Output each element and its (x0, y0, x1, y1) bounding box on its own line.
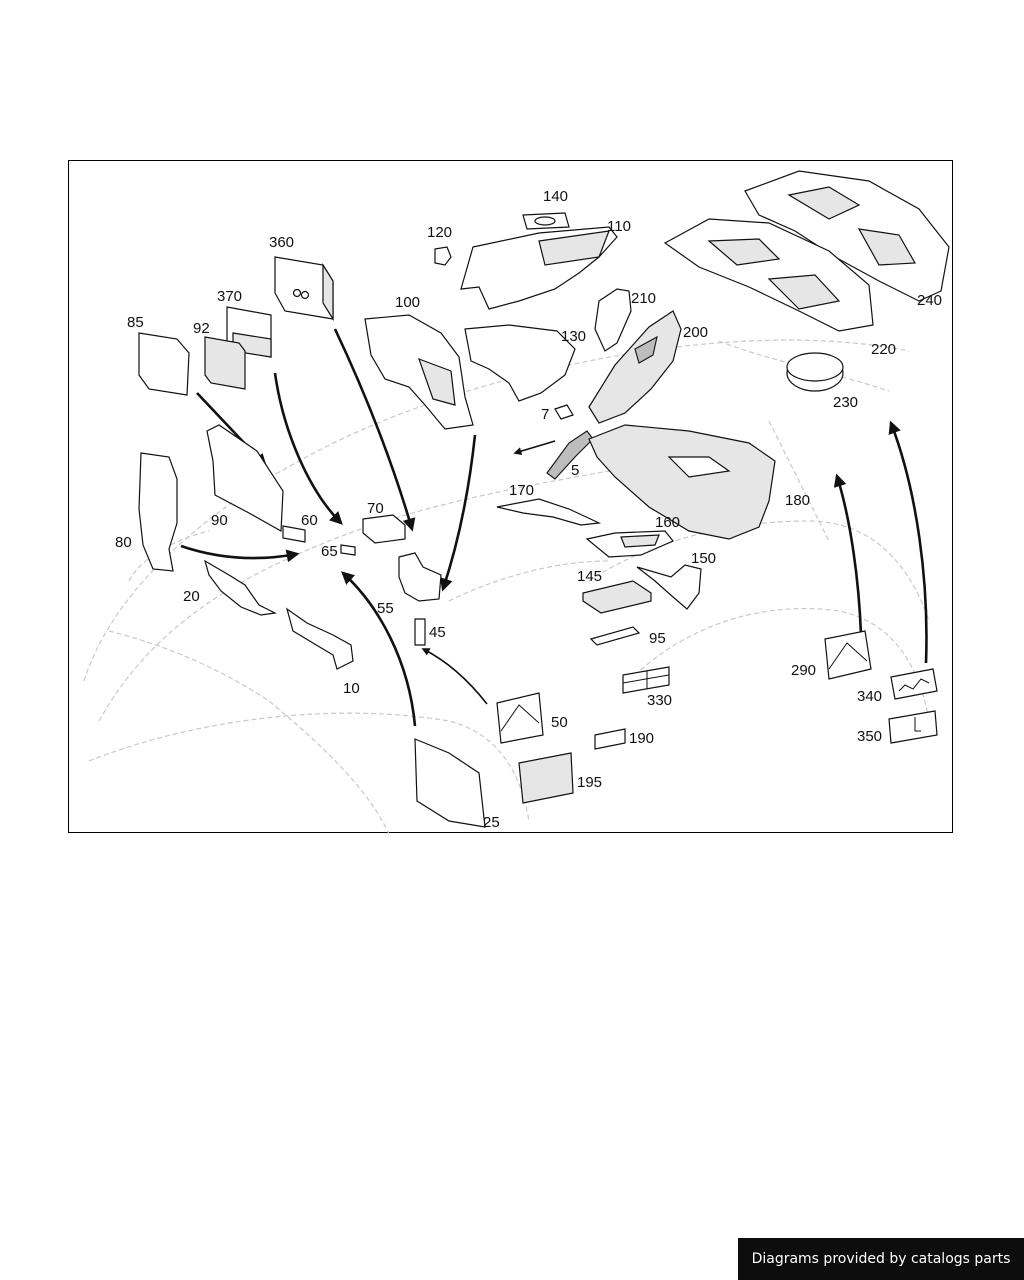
callout-150: 150 (691, 550, 716, 567)
callout-240: 240 (917, 292, 942, 309)
part-5 (546, 430, 594, 480)
part-240 (744, 170, 950, 302)
callout-65: 65 (321, 543, 338, 560)
callout-70: 70 (367, 500, 384, 517)
part-130 (464, 324, 576, 402)
part-195 (518, 752, 574, 804)
part-85 (138, 332, 190, 396)
part-50 (496, 692, 544, 744)
callout-10: 10 (343, 680, 360, 697)
part-360 (274, 256, 334, 322)
part-140 (522, 212, 570, 230)
part-170 (496, 498, 602, 526)
part-220 (663, 218, 874, 332)
part-150 (636, 564, 702, 610)
callout-120: 120 (427, 224, 452, 241)
callout-200: 200 (683, 324, 708, 341)
callout-180: 180 (785, 492, 810, 509)
part-290 (824, 630, 872, 680)
part-7 (554, 404, 574, 420)
part-10 (285, 607, 354, 670)
callout-90: 90 (211, 512, 228, 529)
callout-20: 20 (183, 588, 200, 605)
exploded-parts-diagram: 360 370 85 92 100 120 140 110 130 210 20… (83, 170, 950, 834)
part-95 (589, 626, 641, 646)
callout-55: 55 (377, 600, 394, 617)
part-160 (585, 530, 674, 558)
callout-370: 370 (217, 288, 242, 305)
callout-140: 140 (543, 188, 568, 205)
callout-7: 7 (541, 406, 549, 423)
callout-160: 160 (655, 514, 680, 531)
callout-80: 80 (115, 534, 132, 551)
part-180 (588, 424, 776, 540)
callout-45: 45 (429, 624, 446, 641)
part-190 (594, 728, 626, 750)
part-60 (282, 525, 306, 543)
part-120 (434, 246, 452, 266)
callout-labels: 360 370 85 92 100 120 140 110 130 210 20… (115, 188, 942, 831)
callout-210: 210 (631, 290, 656, 307)
part-340 (890, 668, 938, 700)
callout-360: 360 (269, 234, 294, 251)
part-65 (340, 544, 356, 556)
part-25 (414, 738, 486, 828)
parts-diagram-frame: 360 370 85 92 100 120 140 110 130 210 20… (68, 160, 953, 834)
part-45 (414, 618, 426, 646)
callout-50: 50 (551, 714, 568, 731)
part-80 (138, 452, 178, 572)
callout-195: 195 (577, 774, 602, 791)
callout-25: 25 (483, 814, 500, 831)
assembly-arrows (180, 328, 928, 727)
part-100 (364, 314, 474, 430)
callout-330: 330 (647, 692, 672, 709)
callout-95: 95 (649, 630, 666, 647)
callout-60: 60 (301, 512, 318, 529)
part-70 (362, 514, 406, 544)
part-230 (786, 352, 844, 392)
callout-350: 350 (857, 728, 882, 745)
part-210 (594, 288, 632, 352)
part-350 (888, 710, 938, 744)
part-55 (398, 552, 442, 602)
callout-190: 190 (629, 730, 654, 747)
diagram-credit-badge: Diagrams provided by catalogs parts (738, 1238, 1024, 1280)
part-110 (460, 226, 618, 310)
callout-290: 290 (791, 662, 816, 679)
callout-145: 145 (577, 568, 602, 585)
callout-5: 5 (571, 462, 579, 479)
callout-170: 170 (509, 482, 534, 499)
car-outline (83, 339, 930, 834)
part-200 (588, 310, 682, 424)
callout-110: 110 (607, 218, 631, 235)
part-90 (206, 424, 284, 532)
callout-92: 92 (193, 320, 210, 337)
callout-130: 130 (561, 328, 586, 345)
part-330 (622, 666, 670, 694)
callout-100: 100 (395, 294, 420, 311)
callout-85: 85 (127, 314, 144, 331)
part-20 (204, 559, 277, 616)
callout-230: 230 (833, 394, 858, 411)
callout-220: 220 (871, 341, 896, 358)
diagram-credit-text: Diagrams provided by catalogs parts (751, 1251, 1011, 1267)
part-92 (204, 336, 246, 390)
part-145 (582, 580, 652, 614)
callout-340: 340 (857, 688, 882, 705)
